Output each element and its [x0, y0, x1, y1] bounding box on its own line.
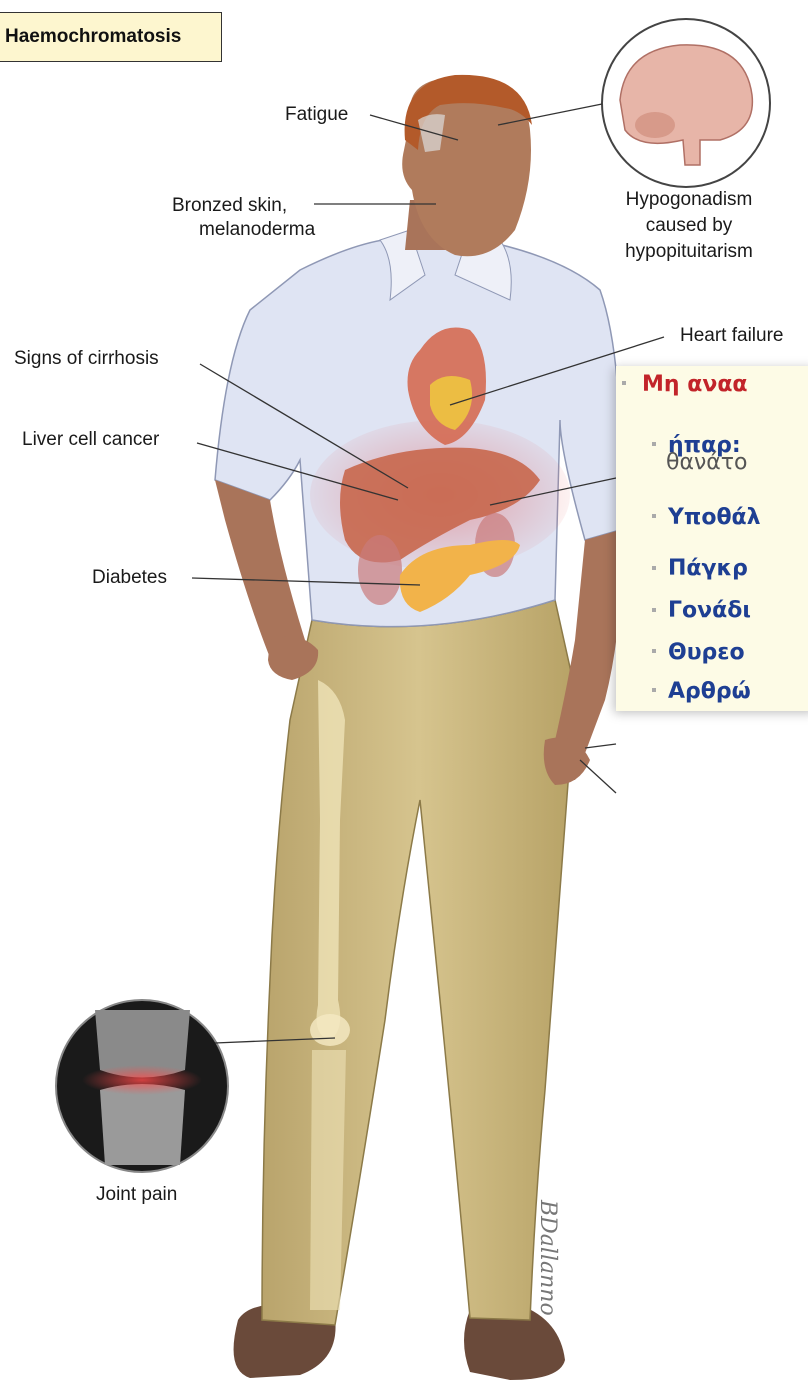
label-hypogonadism-line2: caused by [596, 214, 782, 238]
trousers [262, 600, 575, 1325]
label-fatigue: Fatigue [285, 103, 348, 127]
overlay-bullet [652, 649, 656, 653]
overlay-bullet [652, 608, 656, 612]
overlay-item-2: Υποθάλ [668, 505, 761, 530]
label-liver-cell-cancer: Liver cell cancer [22, 428, 159, 452]
overlay-bullet [652, 514, 656, 518]
overlay-item-4: Γονάδι [668, 598, 751, 623]
overlay-item-1-sub: θανάτο [666, 450, 747, 475]
label-diabetes: Diabetes [92, 566, 167, 590]
leader-hand-2 [580, 760, 616, 793]
label-bronzed-skin-line1: Bronzed skin, [172, 194, 287, 218]
artist-signature: BDallanno [535, 1200, 560, 1316]
label-hypogonadism-line1: Hypogonadism [596, 188, 782, 212]
label-bronzed-skin-line2: melanoderma [199, 218, 315, 242]
label-signs-of-cirrhosis: Signs of cirrhosis [14, 347, 159, 371]
overlay-item-5: Θυρεο [668, 640, 745, 665]
overlay-bullet [622, 381, 626, 385]
overlay-item-6: Αρθρώ [668, 679, 751, 704]
xray-joint-glow [82, 1065, 202, 1095]
overlay-slide: Μη αναα ήπαρ: θανάτο Υποθάλ Πάγκρ Γονάδι… [616, 366, 808, 711]
overlay-bullet [652, 566, 656, 570]
left-kidney [358, 535, 402, 605]
overlay-item-3: Πάγκρ [668, 556, 748, 581]
label-heart-failure: Heart failure [680, 324, 784, 348]
overlay-bullet [652, 688, 656, 692]
cerebellum [635, 112, 675, 138]
xray-tibia [100, 1084, 185, 1165]
tibia [310, 1050, 346, 1310]
overlay-heading: Μη αναα [642, 372, 748, 397]
knee-joint [310, 1014, 350, 1046]
overlay-bullet [652, 442, 656, 446]
leader-hand-1 [585, 744, 616, 748]
label-joint-pain: Joint pain [96, 1183, 177, 1207]
label-hypogonadism-line3: hypopituitarism [596, 240, 782, 264]
